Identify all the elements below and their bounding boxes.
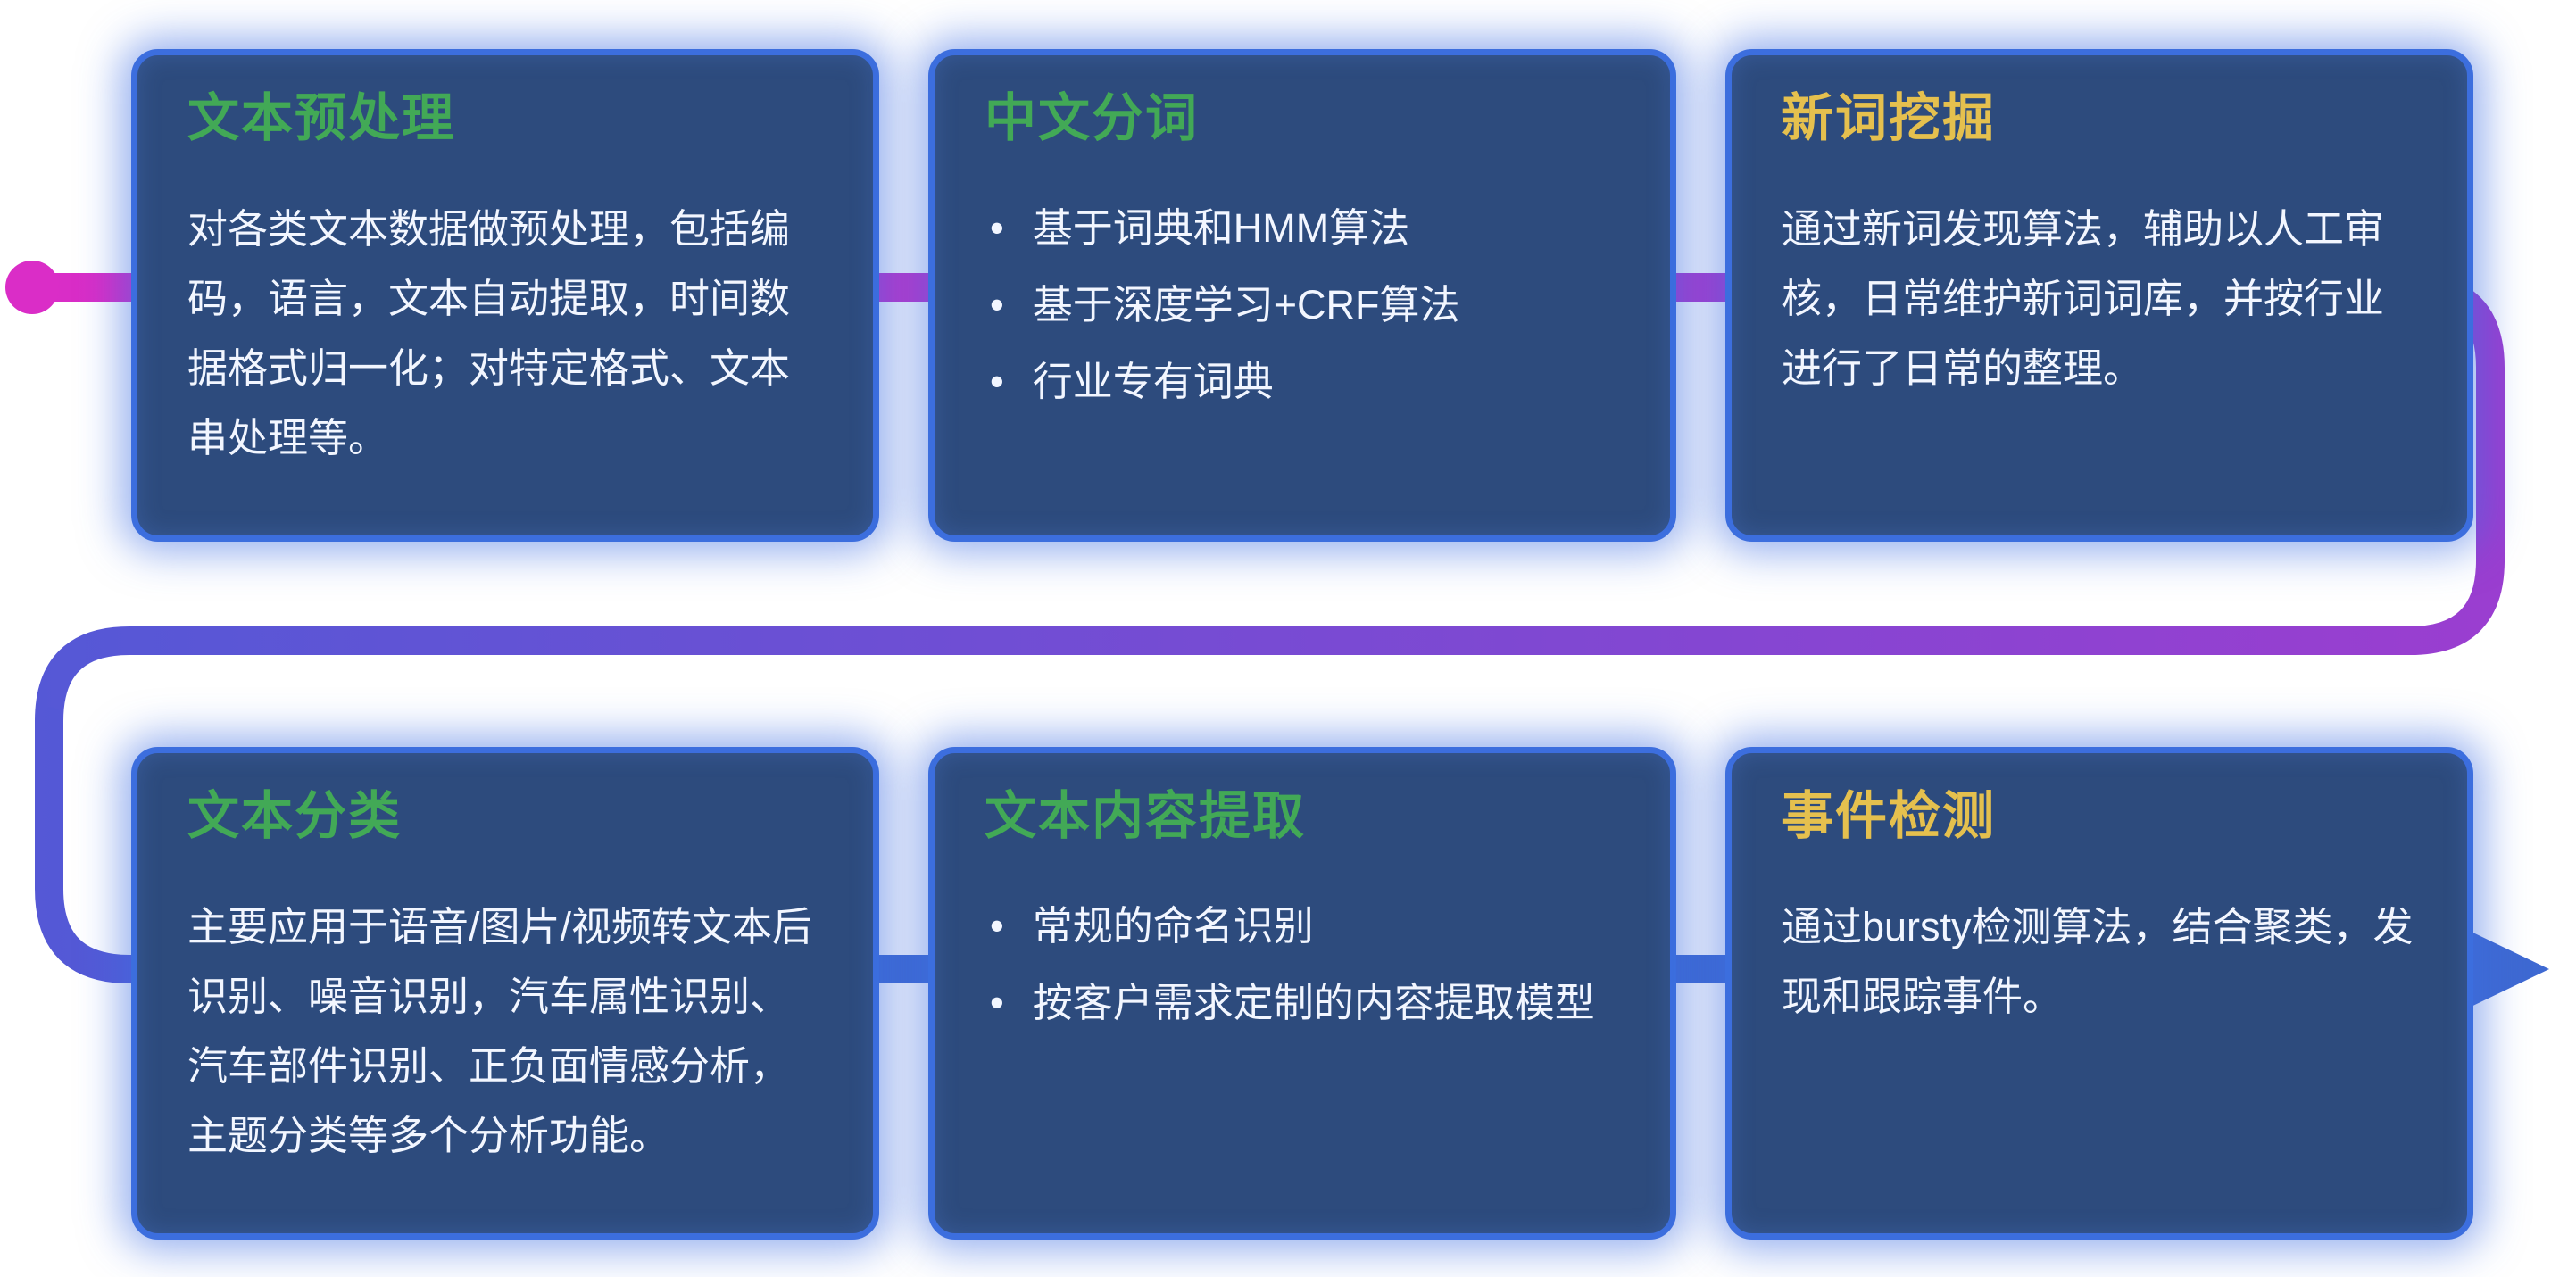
bullet-text: 按客户需求定制的内容提取模型 [1032, 979, 1595, 1025]
flow-middle-path [35, 546, 2505, 735]
card-event-detection: 事件检测 通过bursty检测算法，结合聚类，发现和跟踪事件。 [1725, 747, 2473, 1240]
bullet-list: • 基于词典和HMM算法 • 基于深度学习+CRF算法 • 行业专有词典 [985, 195, 1620, 416]
flow-row2-path [35, 707, 2483, 983]
card-grid: 文本预处理 对各类文本数据做预处理，包括编码，语言，文本自动提取，时间数据格式归… [131, 49, 2473, 1240]
card-text-preprocessing: 文本预处理 对各类文本数据做预处理，包括编码，语言，文本自动提取，时间数据格式归… [131, 49, 879, 542]
card-body: 通过bursty检测算法，结合聚类，发现和跟踪事件。 [1782, 903, 2414, 1019]
bullet-item: • 行业专有词典 [985, 348, 1620, 416]
bullet-item: • 按客户需求定制的内容提取模型 [985, 969, 1620, 1037]
card-new-word-mining: 新词挖掘 通过新词发现算法，辅助以人工审核，日常维护新词词库，并按行业进行了日常… [1725, 49, 2473, 542]
card-title: 文本分类 [187, 787, 403, 845]
card-title: 新词挖掘 [1782, 89, 1997, 147]
card-text-classification: 文本分类 主要应用于语音/图片/视频转文本后识别、噪音识别，汽车属性识别、汽车部… [131, 747, 879, 1240]
card-title: 中文分词 [985, 89, 1200, 147]
card-text-content-extraction: 文本内容提取 • 常规的命名识别 • 按客户需求定制的内容提取模型 [928, 747, 1676, 1240]
bullet-text: 行业专有词典 [1032, 358, 1274, 404]
arrow-right-icon [2460, 926, 2549, 1012]
bullet-list: • 常规的命名识别 • 按客户需求定制的内容提取模型 [985, 892, 1620, 1037]
bullet-icon: • [990, 281, 1004, 328]
bullet-text: 常规的命名识别 [1032, 902, 1314, 949]
bullet-text: 基于深度学习+CRF算法 [1032, 281, 1460, 328]
bullet-text: 基于词典和HMM算法 [1032, 204, 1410, 251]
bullet-icon: • [990, 902, 1004, 949]
card-title: 文本预处理 [187, 89, 456, 147]
bullet-item: • 基于词典和HMM算法 [985, 195, 1620, 262]
bullet-item: • 常规的命名识别 [985, 892, 1620, 960]
card-title: 事件检测 [1782, 787, 1997, 845]
bullet-icon: • [990, 979, 1004, 1025]
card-body: 通过新词发现算法，辅助以人工审核，日常维护新词词库，并按行业进行了日常的整理。 [1782, 205, 2385, 391]
card-title: 文本内容提取 [985, 787, 1307, 845]
bullet-icon: • [990, 358, 1004, 404]
card-chinese-word-segmentation: 中文分词 • 基于词典和HMM算法 • 基于深度学习+CRF算法 • 行业专有词… [928, 49, 1676, 542]
bullet-icon: • [990, 204, 1004, 251]
flow-start-dot-icon [5, 261, 59, 314]
bullet-item: • 基于深度学习+CRF算法 [985, 271, 1620, 339]
card-body: 主要应用于语音/图片/视频转文本后识别、噪音识别，汽车属性识别、汽车部件识别、正… [187, 903, 813, 1158]
card-body: 对各类文本数据做预处理，包括编码，语言，文本自动提取，时间数据格式归一化；对特定… [187, 205, 791, 460]
